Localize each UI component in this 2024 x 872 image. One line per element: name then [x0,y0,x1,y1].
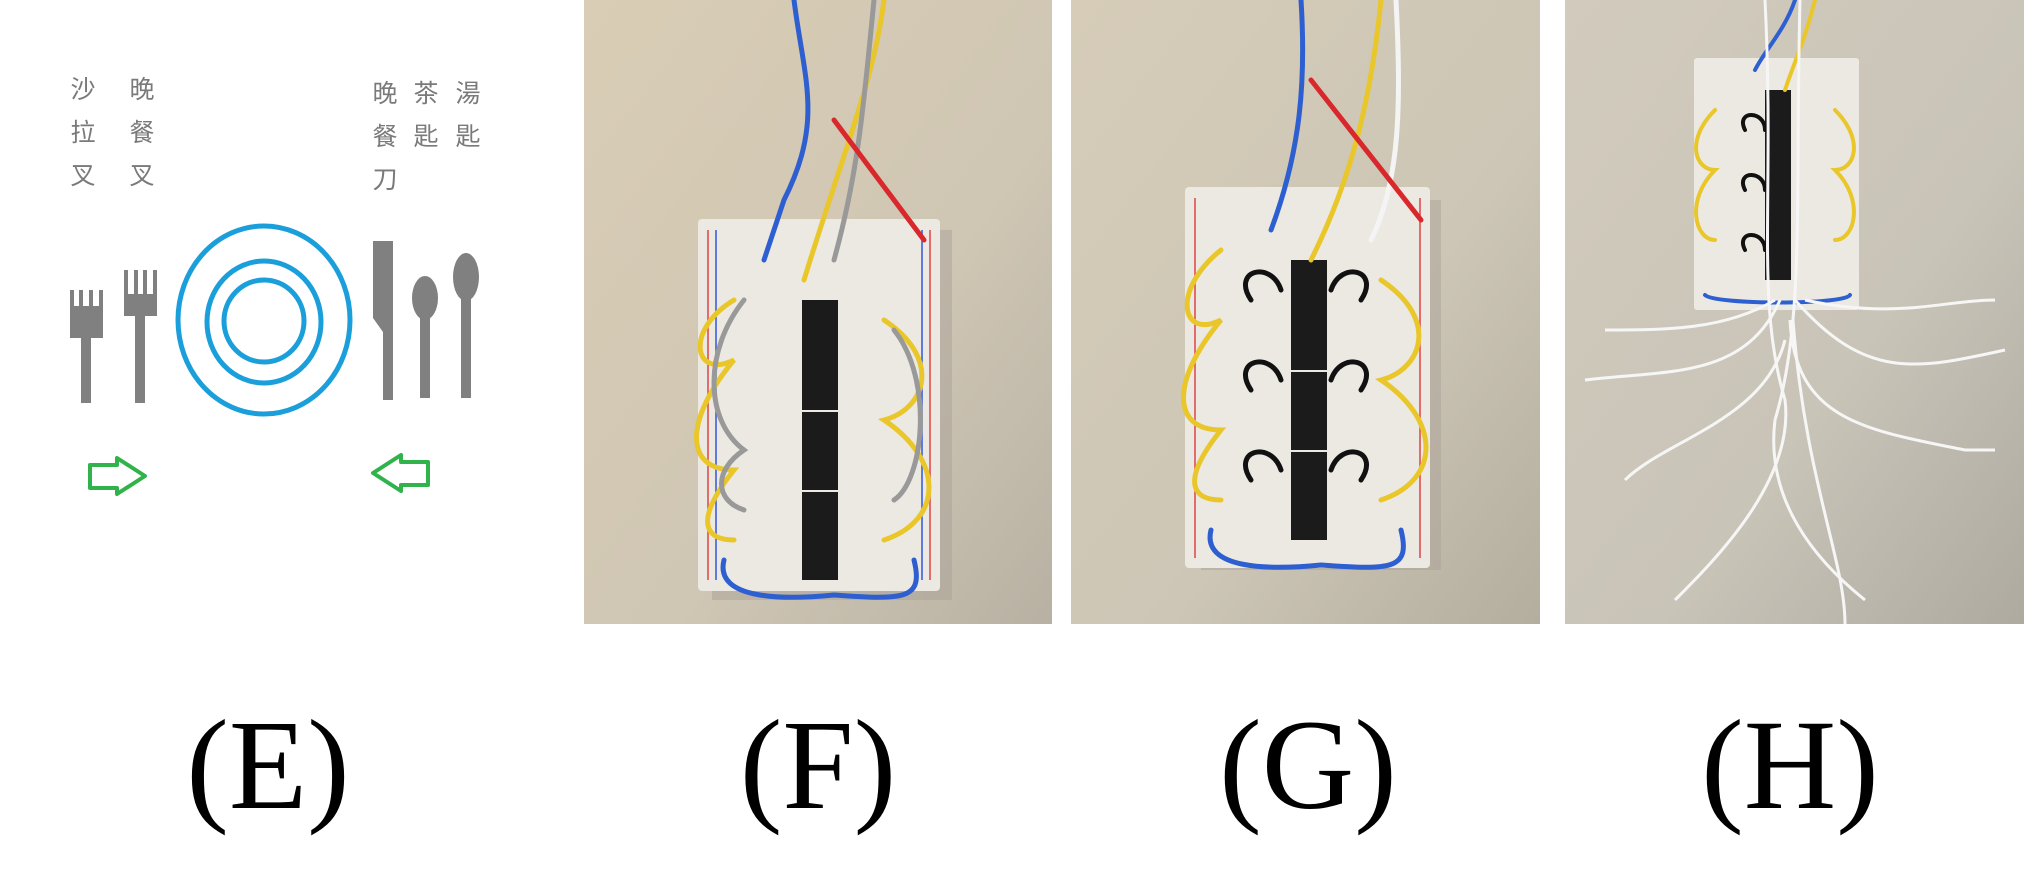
char: 刀 [372,165,398,194]
char: 匙 [413,122,439,151]
char: 叉 [129,161,155,190]
arrow-left-icon [371,453,430,493]
char: 晚 [129,75,155,104]
char: 沙 [70,75,96,104]
table-setting-diagram: 沙 拉 叉 晚 餐 叉 晚 餐 刀 茶 匙 湯 匙 [0,0,570,624]
panel-label-e: (E) [186,694,350,836]
teaspoon-label: 茶 匙 [411,72,441,158]
breadboard-photo-h [1565,0,2024,624]
char: 晚 [372,79,398,108]
table-setting-drawing [70,223,479,496]
salad-fork-label: 沙 拉 叉 [68,68,98,197]
soup-spoon-icon [453,253,479,398]
plate-icon [175,223,353,417]
char: 拉 [70,118,96,147]
dinner-knife-label: 晚 餐 刀 [370,72,400,201]
dinner-fork-label: 晚 餐 叉 [127,68,157,197]
panel-label-g: (G) [1219,694,1397,836]
dinner-knife-icon [373,241,393,400]
arrow-right-icon [88,456,147,496]
panel-label-h: (H) [1701,694,1879,836]
breadboard-photo-f [584,0,1052,624]
char: 餐 [372,122,398,151]
char: 湯 [455,79,481,108]
char: 茶 [413,79,439,108]
soup-spoon-label: 湯 匙 [453,72,483,158]
dinner-fork-icon [124,270,157,403]
salad-fork-icon [70,290,103,403]
char: 匙 [455,122,481,151]
teaspoon-icon [412,276,438,398]
breadboard-photo-g [1071,0,1540,624]
char: 餐 [129,118,155,147]
panel-label-f: (F) [739,694,897,836]
char: 叉 [70,161,96,190]
